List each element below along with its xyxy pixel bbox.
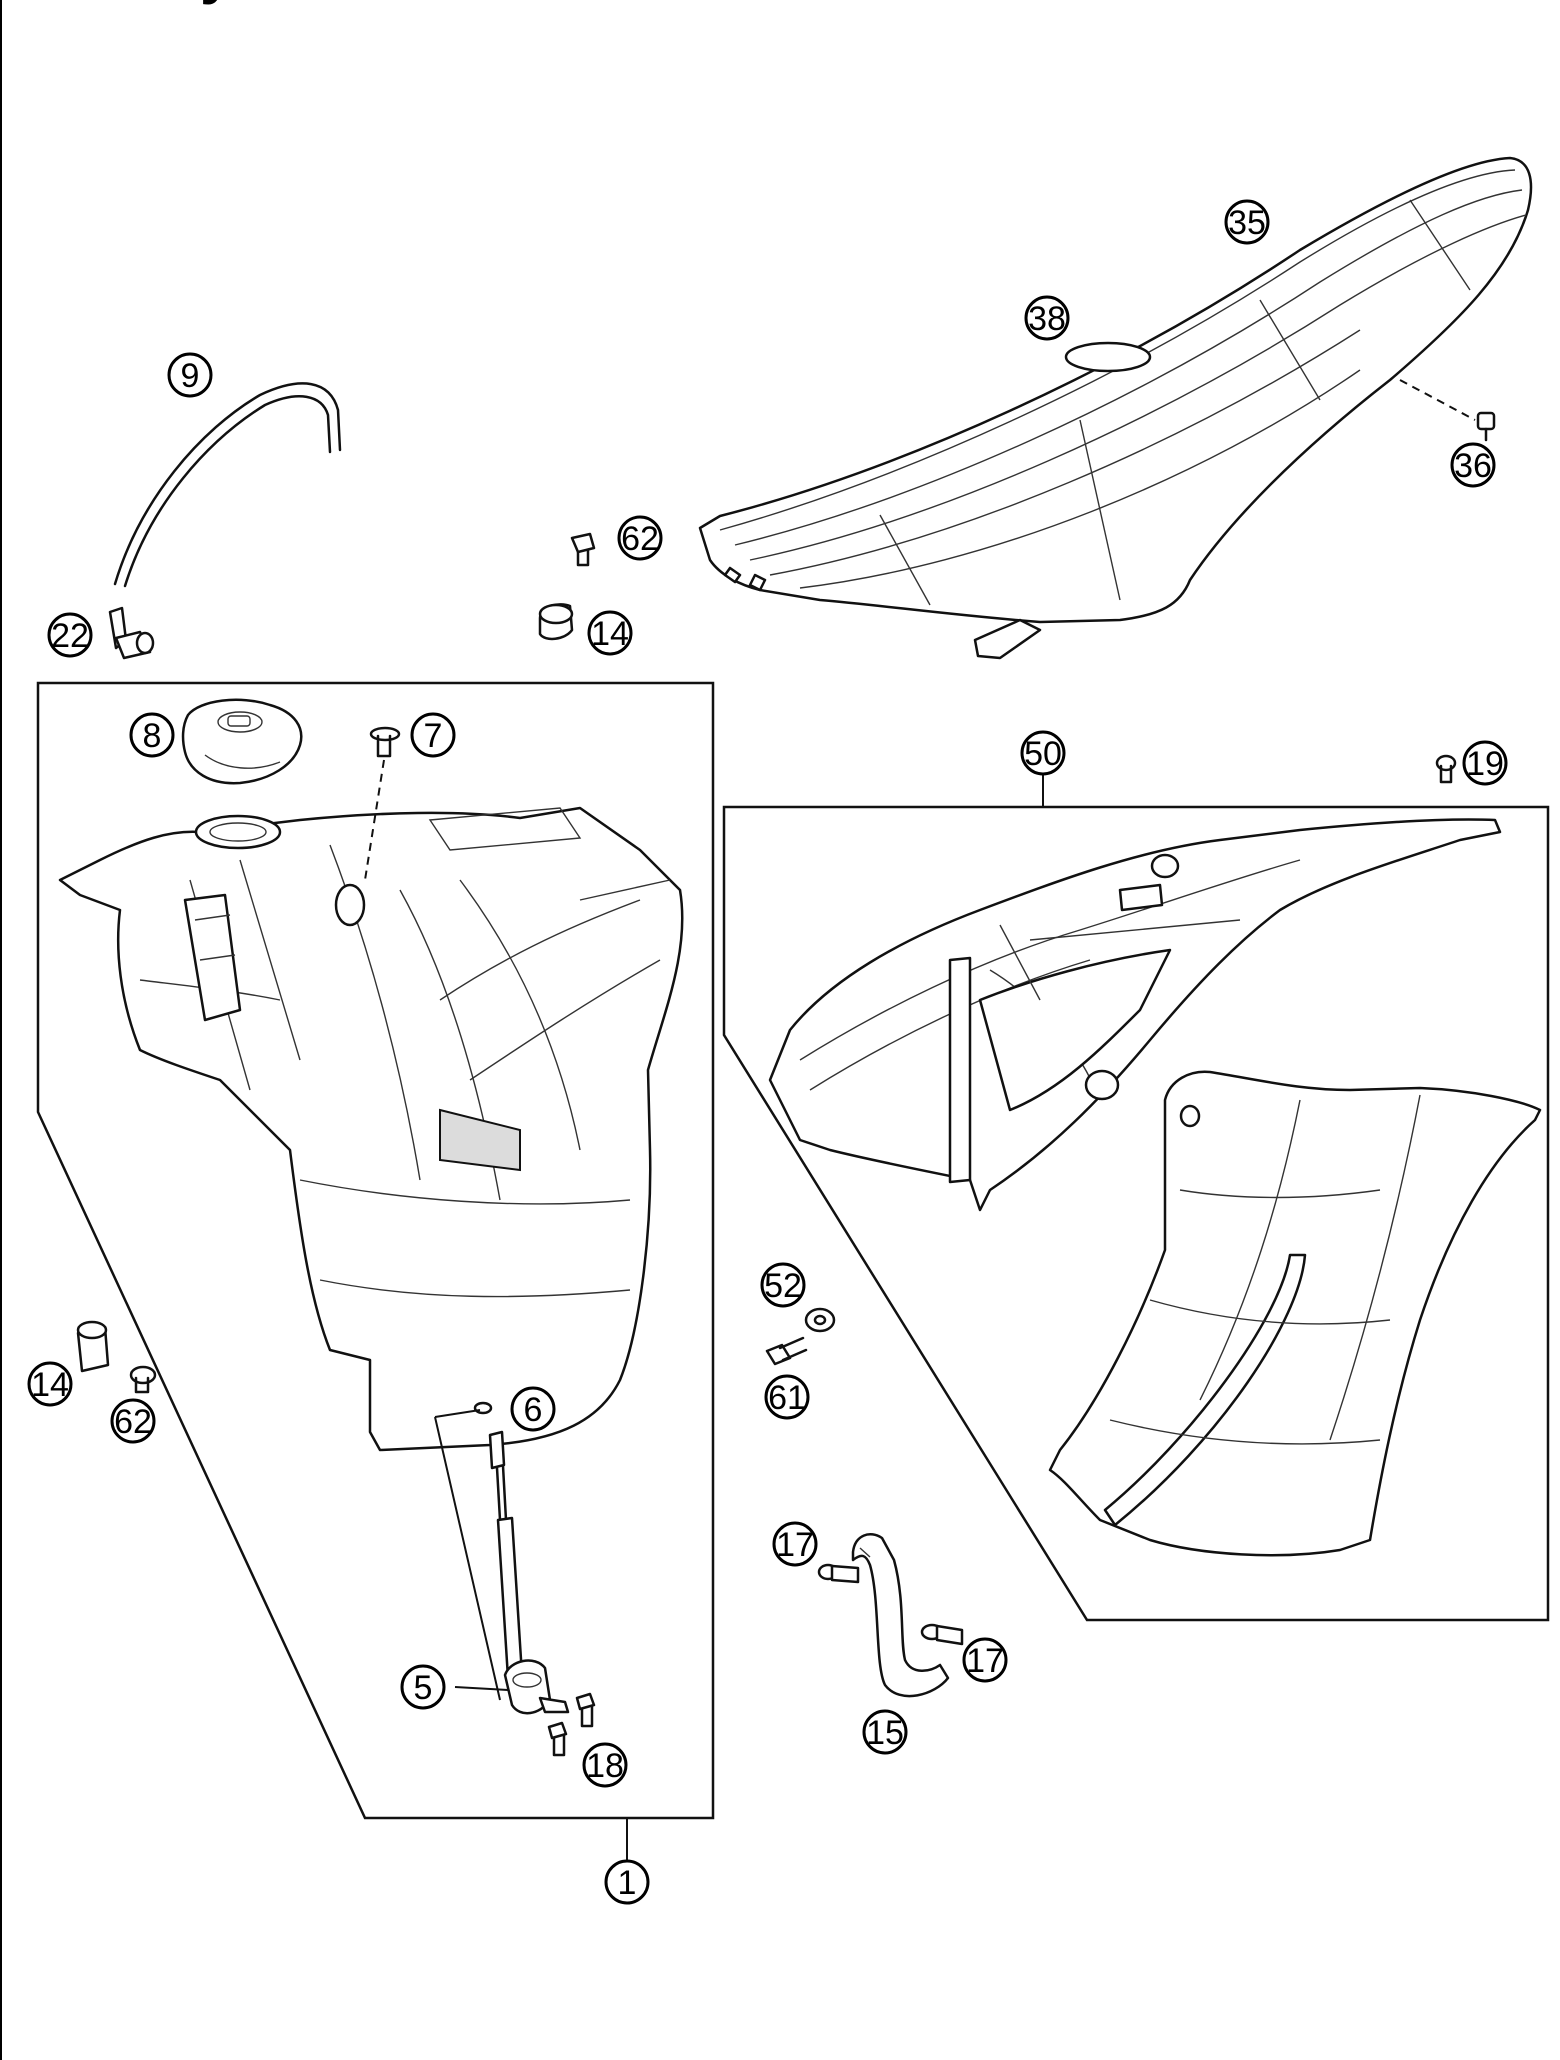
svg-text:62: 62: [621, 520, 659, 558]
bolt-61: [765, 1336, 808, 1366]
svg-text:17: 17: [776, 1526, 814, 1564]
svg-text:19: 19: [1466, 745, 1504, 783]
callout-19: 19: [1462, 740, 1508, 786]
fuel-cap-8: [181, 698, 303, 785]
svg-text:36: 36: [1454, 447, 1492, 485]
title-fragment: y: [200, 0, 234, 5]
callout-8: 8: [129, 712, 175, 758]
svg-text:14: 14: [31, 1366, 69, 1404]
screws-18: [547, 1692, 596, 1757]
svg-text:7: 7: [424, 717, 443, 755]
oring-6: [473, 1401, 493, 1415]
callout-61: 61: [764, 1374, 810, 1420]
svg-text:52: 52: [764, 1267, 802, 1305]
seat: [698, 156, 1533, 660]
hose-15: [851, 1533, 950, 1698]
callout-62-left: 62: [110, 1398, 156, 1444]
screw-7: [364, 726, 401, 881]
callout-9: 9: [167, 352, 213, 398]
svg-text:14: 14: [591, 615, 629, 653]
spoiler-lower: [1048, 1070, 1542, 1557]
bolt-62-top: [570, 532, 596, 567]
spoiler-group-frame: [722, 805, 1550, 1622]
callout-14-left: 14: [27, 1361, 73, 1407]
svg-text:15: 15: [866, 1714, 904, 1752]
svg-text:62: 62: [114, 1403, 152, 1441]
fuel-tap-5: [434, 1409, 570, 1715]
callout-6: 6: [510, 1386, 556, 1432]
spacer-14-top: [538, 603, 574, 641]
callout-15: 15: [862, 1709, 908, 1755]
callout-17-left: 17: [772, 1521, 818, 1567]
svg-text:8: 8: [143, 717, 162, 755]
svg-text:38: 38: [1028, 300, 1066, 338]
callout-5: 5: [400, 1664, 446, 1710]
spoiler-upper: [768, 818, 1502, 1212]
bolt-62-left: [129, 1365, 157, 1394]
callout-22: 22: [47, 612, 93, 658]
svg-text:50: 50: [1024, 735, 1062, 773]
callout-38: 38: [1024, 295, 1070, 341]
callout-36: 36: [1450, 442, 1496, 488]
clamp-17-left: [817, 1563, 860, 1584]
callout-62-top: 62: [617, 515, 663, 561]
svg-text:5: 5: [414, 1669, 433, 1707]
callout-1: 1: [604, 1859, 650, 1905]
callout-35: 35: [1224, 199, 1270, 245]
fitting-22: [108, 606, 155, 660]
clamp-17-right: [920, 1623, 964, 1646]
fuel-tank: [58, 806, 684, 1452]
tank-group-frame: [36, 681, 715, 1820]
callout-50: 50: [1020, 730, 1066, 776]
callout-17-right: 17: [962, 1637, 1008, 1683]
callout-14-top: 14: [587, 610, 633, 656]
svg-text:17: 17: [966, 1642, 1004, 1680]
svg-text:61: 61: [768, 1379, 806, 1417]
washer-52: [804, 1307, 836, 1333]
svg-text:9: 9: [181, 357, 200, 395]
bolt-36: [1399, 379, 1496, 442]
svg-text:35: 35: [1228, 204, 1266, 242]
callout-52: 52: [760, 1262, 806, 1308]
svg-text:1: 1: [618, 1864, 637, 1902]
svg-text:6: 6: [524, 1391, 543, 1429]
bolt-19: [1435, 754, 1457, 784]
svg-text:18: 18: [586, 1747, 624, 1785]
spacer-14-left: [76, 1320, 110, 1373]
callout-7: 7: [410, 712, 456, 758]
svg-text:22: 22: [51, 617, 89, 655]
callout-18: 18: [582, 1742, 628, 1788]
hose-9: [113, 382, 342, 588]
